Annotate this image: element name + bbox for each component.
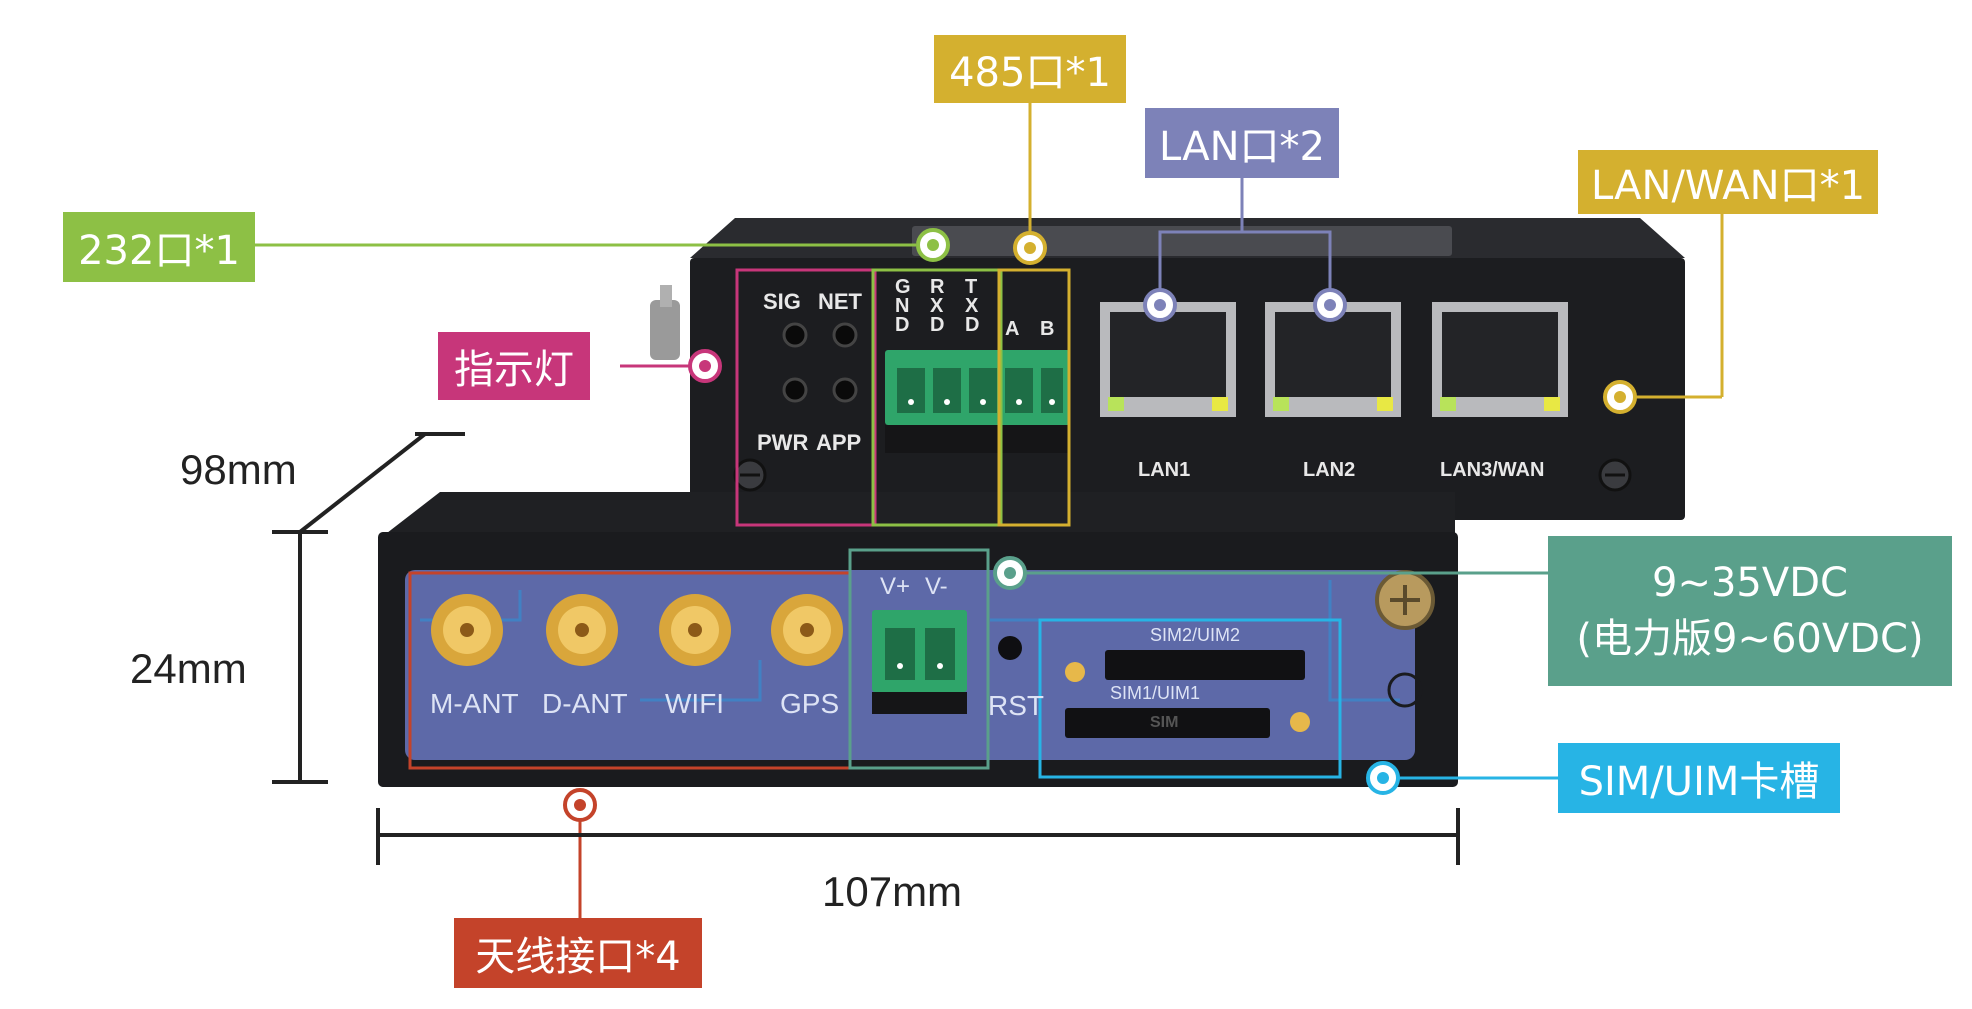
height-dimension-label: 24mm (130, 645, 247, 692)
lan1-marker (1143, 288, 1177, 322)
sim-highlight-box (1038, 618, 1342, 779)
led-label-sig: SIG (763, 289, 801, 314)
antenna-label-gps: GPS (780, 688, 840, 719)
led-label-app: APP (816, 430, 862, 455)
port-label-lan1: LAN1 (1138, 459, 1191, 481)
back-device (650, 218, 1685, 520)
lanwan-marker (1603, 380, 1637, 414)
terminal-label-gnd: G N D (895, 276, 911, 336)
antenna-marker (563, 788, 597, 822)
indicator-highlight-box (735, 268, 877, 527)
antenna-callout: 天线接口*4 (454, 918, 702, 988)
sim-callout: SIM/UIM卡槽 (1558, 743, 1840, 813)
reset-label: RST (988, 690, 1044, 721)
width-dimension-label: 107mm (822, 868, 963, 915)
power-callout: 9~35VDC (电力版9~60VDC) (1548, 536, 1952, 686)
terminal-label-rxd: R X D (930, 276, 945, 336)
indicator-marker (688, 349, 722, 383)
dimension-lines (272, 432, 1460, 865)
antenna-label-dant: D-ANT (542, 688, 628, 719)
sim-marker (1366, 761, 1400, 795)
front-device (378, 492, 1458, 787)
terminal-label-txd: T X D (965, 276, 980, 336)
sim-slot-label: SIM (1150, 714, 1179, 731)
power-label-vplus: V+ (880, 573, 911, 600)
terminal-label-b: B (1040, 318, 1055, 340)
power-callout-line1: 9~35VDC (1652, 560, 1848, 606)
led-label-net: NET (818, 289, 862, 314)
port-label-lan2: LAN2 (1303, 459, 1356, 481)
rs232-marker (916, 228, 950, 262)
power-callout-line2: (电力版9~60VDC) (1576, 616, 1924, 662)
terminal-label-a: A (1005, 318, 1020, 340)
lanwan-callout: LAN/WAN口*1 (1578, 150, 1878, 214)
port-label-lan3wan: LAN3/WAN (1440, 459, 1545, 481)
led-label-pwr: PWR (757, 430, 809, 455)
rs485-highlight-box (997, 268, 1071, 527)
power-highlight-box (848, 548, 990, 770)
rs232-highlight-box (871, 268, 1003, 527)
lan2-marker (1313, 288, 1347, 322)
sim1-label: SIM1/UIM1 (1110, 683, 1201, 703)
antenna-label-mant: M-ANT (430, 688, 519, 719)
rs232-callout: 232口*1 (63, 212, 255, 282)
power-label-vminus: V- (925, 573, 948, 600)
rs485-marker (1013, 231, 1047, 265)
lan-callout: LAN口*2 (1145, 108, 1339, 178)
power-marker (993, 556, 1027, 590)
depth-dimension-label: 98mm (180, 446, 297, 493)
antenna-label-wifi: WIFI (665, 688, 725, 719)
indicator-callout: 指示灯 (438, 332, 590, 400)
sim2-label: SIM2/UIM2 (1150, 625, 1241, 645)
rs485-callout: 485口*1 (934, 35, 1126, 103)
